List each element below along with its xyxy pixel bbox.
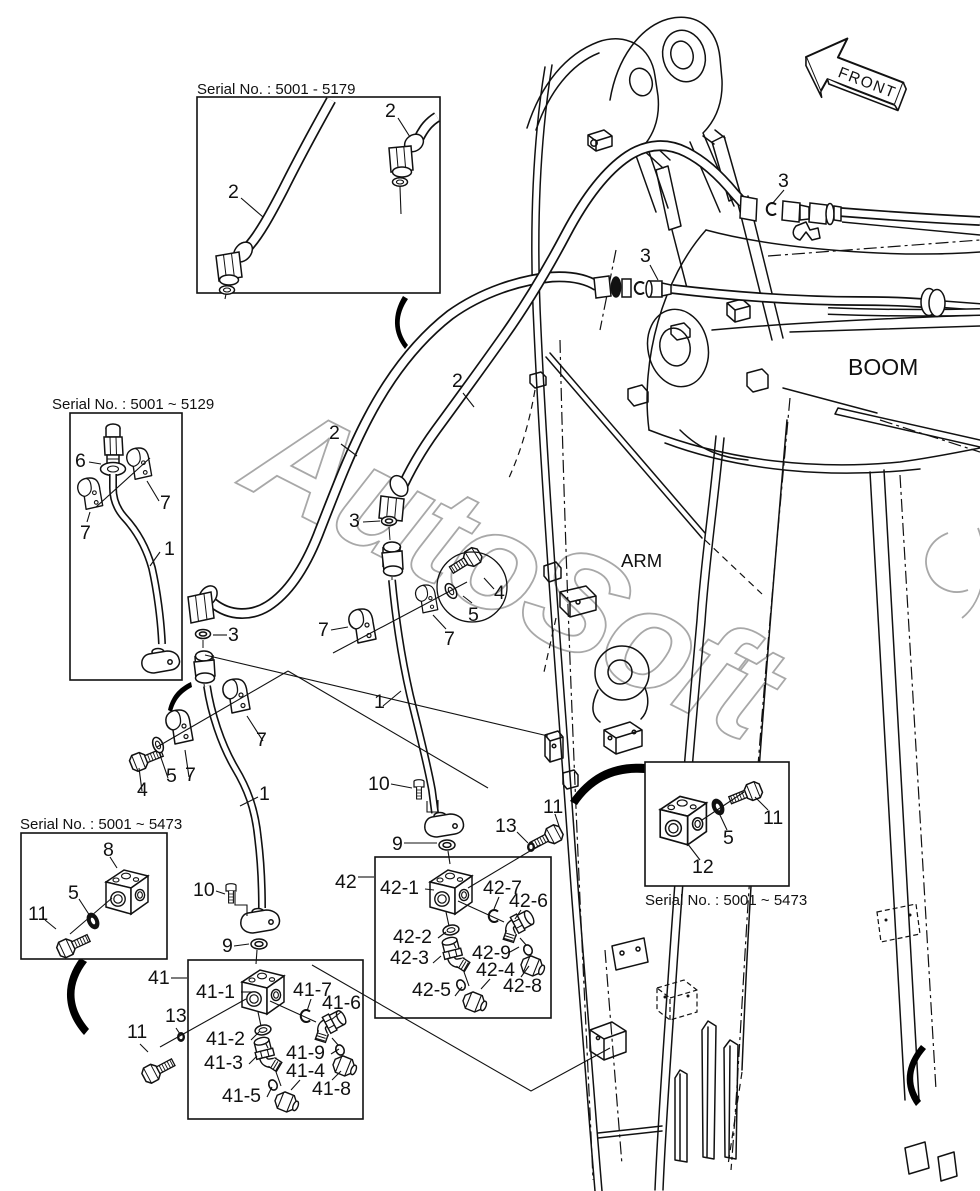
svg-text:42-2: 42-2 — [393, 926, 432, 948]
svg-text:8: 8 — [103, 839, 114, 861]
svg-text:Serial No. : 5001 ~ 5129: Serial No. : 5001 ~ 5129 — [52, 396, 214, 413]
svg-text:4: 4 — [494, 582, 505, 604]
svg-text:4: 4 — [137, 779, 148, 801]
svg-text:5: 5 — [468, 604, 479, 626]
svg-text:3: 3 — [778, 170, 789, 192]
svg-text:13: 13 — [165, 1005, 187, 1027]
svg-text:9: 9 — [222, 935, 233, 957]
svg-text:42-3: 42-3 — [390, 947, 429, 969]
svg-text:41-3: 41-3 — [204, 1052, 243, 1074]
svg-text:41-7: 41-7 — [293, 979, 332, 1001]
svg-text:12: 12 — [692, 856, 714, 878]
svg-text:42-1: 42-1 — [380, 877, 419, 899]
svg-text:3: 3 — [228, 624, 239, 646]
svg-text:41-1: 41-1 — [196, 981, 235, 1003]
svg-text:13: 13 — [495, 815, 517, 837]
svg-text:11: 11 — [127, 1021, 147, 1043]
svg-text:41-8: 41-8 — [312, 1078, 351, 1100]
svg-text:1: 1 — [164, 538, 175, 560]
svg-text:5: 5 — [68, 882, 79, 904]
svg-text:10: 10 — [193, 879, 215, 901]
svg-text:1: 1 — [374, 691, 385, 713]
svg-text:10: 10 — [368, 773, 390, 795]
svg-text:42-5: 42-5 — [412, 979, 451, 1001]
svg-text:Serial No. : 5001 - 5179: Serial No. : 5001 - 5179 — [197, 81, 355, 98]
svg-text:5: 5 — [723, 827, 734, 849]
svg-text:42: 42 — [335, 871, 357, 893]
svg-text:41-4: 41-4 — [286, 1060, 325, 1082]
svg-text:5: 5 — [166, 765, 177, 787]
svg-text:42-8: 42-8 — [503, 975, 542, 997]
svg-text:41-5: 41-5 — [222, 1085, 261, 1107]
svg-text:Serial No. : 5001 ~ 5473: Serial No. : 5001 ~ 5473 — [20, 816, 182, 833]
svg-text:9: 9 — [392, 833, 403, 855]
svg-text:11: 11 — [28, 903, 48, 925]
svg-text:42-6: 42-6 — [509, 890, 548, 912]
svg-text:42-4: 42-4 — [476, 959, 515, 981]
svg-text:2: 2 — [329, 422, 340, 444]
svg-text:41: 41 — [148, 967, 170, 989]
svg-text:7: 7 — [256, 729, 267, 751]
svg-text:3: 3 — [349, 510, 360, 532]
svg-text:42-9: 42-9 — [472, 942, 511, 964]
svg-text:41-2: 41-2 — [206, 1028, 245, 1050]
svg-text:1: 1 — [259, 783, 270, 805]
svg-text:ARM: ARM — [621, 550, 662, 571]
svg-text:2: 2 — [228, 181, 239, 203]
svg-text:Serial No. : 5001 ~ 5473: Serial No. : 5001 ~ 5473 — [645, 892, 807, 909]
svg-text:BOOM: BOOM — [848, 354, 918, 380]
svg-text:7: 7 — [444, 628, 455, 650]
svg-text:7: 7 — [80, 522, 91, 544]
svg-text:11: 11 — [543, 796, 563, 818]
svg-text:7: 7 — [185, 764, 196, 786]
svg-text:7: 7 — [160, 492, 171, 514]
svg-text:6: 6 — [75, 450, 86, 472]
svg-text:11: 11 — [763, 807, 783, 829]
svg-text:41-6: 41-6 — [322, 992, 361, 1014]
svg-text:2: 2 — [385, 100, 396, 122]
svg-text:42-7: 42-7 — [483, 877, 522, 899]
svg-text:3: 3 — [640, 245, 651, 267]
svg-text:2: 2 — [452, 370, 463, 392]
svg-text:41-9: 41-9 — [286, 1042, 325, 1064]
svg-text:7: 7 — [318, 619, 329, 641]
